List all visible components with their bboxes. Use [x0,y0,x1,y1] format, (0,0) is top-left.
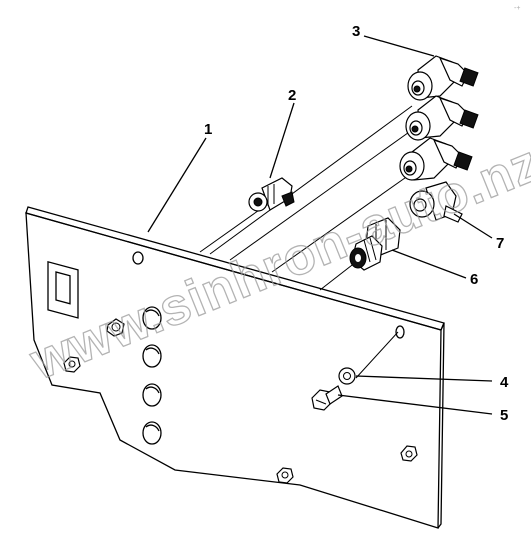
connector-fitting [248,177,295,212]
callout-2: 2 [269,87,296,179]
panel-hex-nut-bottom [276,467,294,484]
callout-4: 4 [355,374,509,391]
elbow-fitting-top [407,55,479,101]
callout-3-label: 3 [352,23,360,40]
bolt [311,385,343,411]
watermark: www.sinhron-auto.nz [22,134,531,391]
callout-1-label: 1 [204,121,212,138]
callout-4-label: 4 [500,374,509,391]
elbow-fitting-middle [405,95,479,141]
bulkhead-fitting [349,217,401,271]
callout-7-label: 7 [496,235,504,252]
callout-6-label: 6 [470,271,478,288]
elbow-fitting-lower [399,137,473,181]
corner-mark: -+ [514,5,520,12]
panel-hex-nut-left [63,356,81,373]
washer [338,367,356,385]
callout-6: 6 [391,249,478,288]
callout-3: 3 [352,23,435,57]
callout-5: 5 [337,394,508,424]
panel-stud [106,318,125,337]
panel-hole-column [142,306,162,445]
panel-hex-nut-right [400,445,418,462]
callout-1: 1 [147,121,212,233]
callout-2-label: 2 [288,87,296,104]
cap-fitting [409,181,463,223]
panel-hole-small [132,251,144,265]
panel-cutout [47,261,79,319]
callout-5-label: 5 [500,407,508,424]
callout-7: 7 [453,213,504,252]
assembly-lines [199,105,413,379]
mounting-panel [25,206,445,529]
panel-bolt-hole [395,325,405,339]
